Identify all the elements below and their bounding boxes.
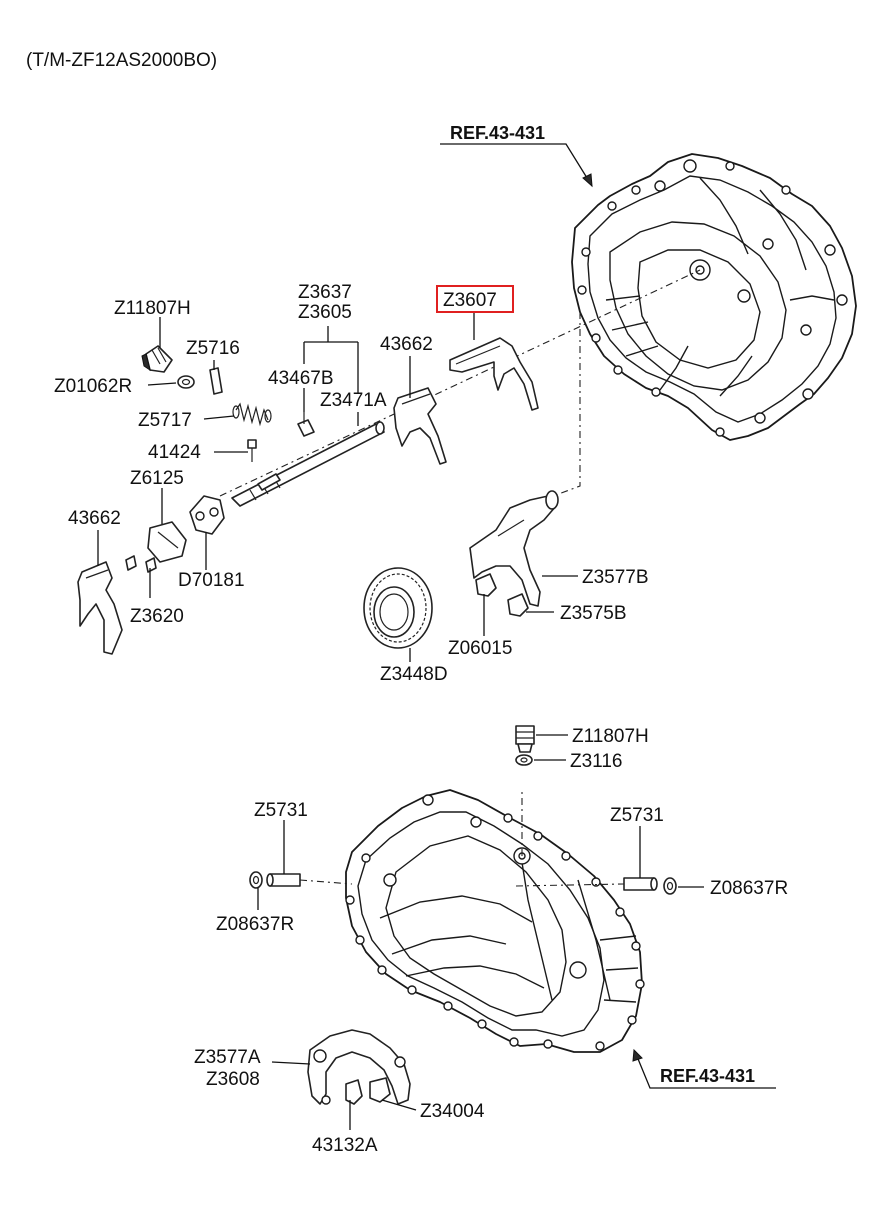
label-z3607[interactable]: Z3607 — [443, 290, 497, 311]
transmission-case-top — [571, 153, 857, 441]
highlight-box-z3607 — [436, 285, 514, 313]
part-43467b-clip — [297, 412, 315, 437]
part-z3607-fork — [449, 337, 539, 411]
label-z01062r[interactable]: Z01062R — [54, 376, 132, 397]
part-z01062r-washer — [177, 375, 195, 389]
label-z3605[interactable]: Z3605 — [298, 302, 352, 323]
part-z3577b-fork — [469, 490, 559, 607]
label-z3637[interactable]: Z3637 — [298, 282, 352, 303]
part-z3448d-synchro-ring — [363, 567, 433, 649]
part-z5717-spring — [232, 402, 272, 427]
label-43467b[interactable]: 43467B — [268, 368, 334, 389]
label-z5716[interactable]: Z5716 — [186, 338, 240, 359]
part-z3577a-fork — [307, 1029, 411, 1105]
label-z3116[interactable]: Z3116 — [570, 751, 622, 772]
label-z11807h-top[interactable]: Z11807H — [114, 298, 191, 319]
label-z3448d[interactable]: Z3448D — [380, 664, 448, 685]
label-z11807h-bottom[interactable]: Z11807H — [572, 726, 649, 747]
label-z34004[interactable]: Z34004 — [420, 1101, 485, 1122]
part-z3471a-shift-rod — [231, 421, 385, 507]
label-z3577b[interactable]: Z3577B — [582, 567, 649, 588]
part-z08637r-washer-left — [249, 871, 263, 889]
label-z6125[interactable]: Z6125 — [130, 468, 184, 489]
part-z5731-dowel-right — [623, 877, 658, 891]
model-code: (T/M-ZF12AS2000BO) — [26, 50, 217, 71]
label-z06015[interactable]: Z06015 — [448, 638, 512, 659]
ref-label-bottom: REF.43-431 — [660, 1066, 755, 1086]
part-z3116-washer — [515, 754, 533, 766]
label-41424[interactable]: 41424 — [148, 442, 201, 463]
label-z08637r-left[interactable]: Z08637R — [216, 914, 294, 935]
part-z3575b-pad — [507, 593, 529, 617]
label-z5731-right[interactable]: Z5731 — [610, 805, 664, 826]
label-43662-left[interactable]: 43662 — [68, 508, 121, 529]
part-z08637r-washer-right — [663, 877, 677, 895]
part-z6125-bracket — [147, 521, 187, 563]
label-43662-mid[interactable]: 43662 — [380, 334, 433, 355]
label-z3577a[interactable]: Z3577A — [194, 1047, 261, 1068]
part-43662-fork-left — [77, 561, 123, 655]
part-z3620-pins — [125, 555, 157, 573]
label-z5731-left[interactable]: Z5731 — [254, 800, 308, 821]
label-d70181[interactable]: D70181 — [178, 570, 245, 591]
part-d70181-bracket — [189, 495, 225, 535]
label-z3471a[interactable]: Z3471A — [320, 390, 387, 411]
label-z3620[interactable]: Z3620 — [130, 606, 184, 627]
part-z5731-dowel-left — [266, 873, 301, 887]
part-z34004-pads — [345, 1077, 391, 1105]
part-43662-fork-mid — [393, 387, 447, 465]
label-43132a[interactable]: 43132A — [312, 1135, 378, 1156]
part-z06015-shoe — [475, 573, 497, 597]
transmission-case-bottom — [345, 789, 645, 1053]
part-z11807h-plug — [515, 725, 535, 753]
label-z3608[interactable]: Z3608 — [206, 1069, 260, 1090]
part-41424-screw — [247, 439, 257, 462]
part-z11807h-sensor — [141, 345, 173, 373]
part-z5716-pin — [209, 367, 223, 395]
label-z08637r-right[interactable]: Z08637R — [710, 878, 788, 899]
label-z3575b[interactable]: Z3575B — [560, 603, 627, 624]
ref-label-top: REF.43-431 — [450, 123, 545, 143]
label-z5717[interactable]: Z5717 — [138, 410, 192, 431]
